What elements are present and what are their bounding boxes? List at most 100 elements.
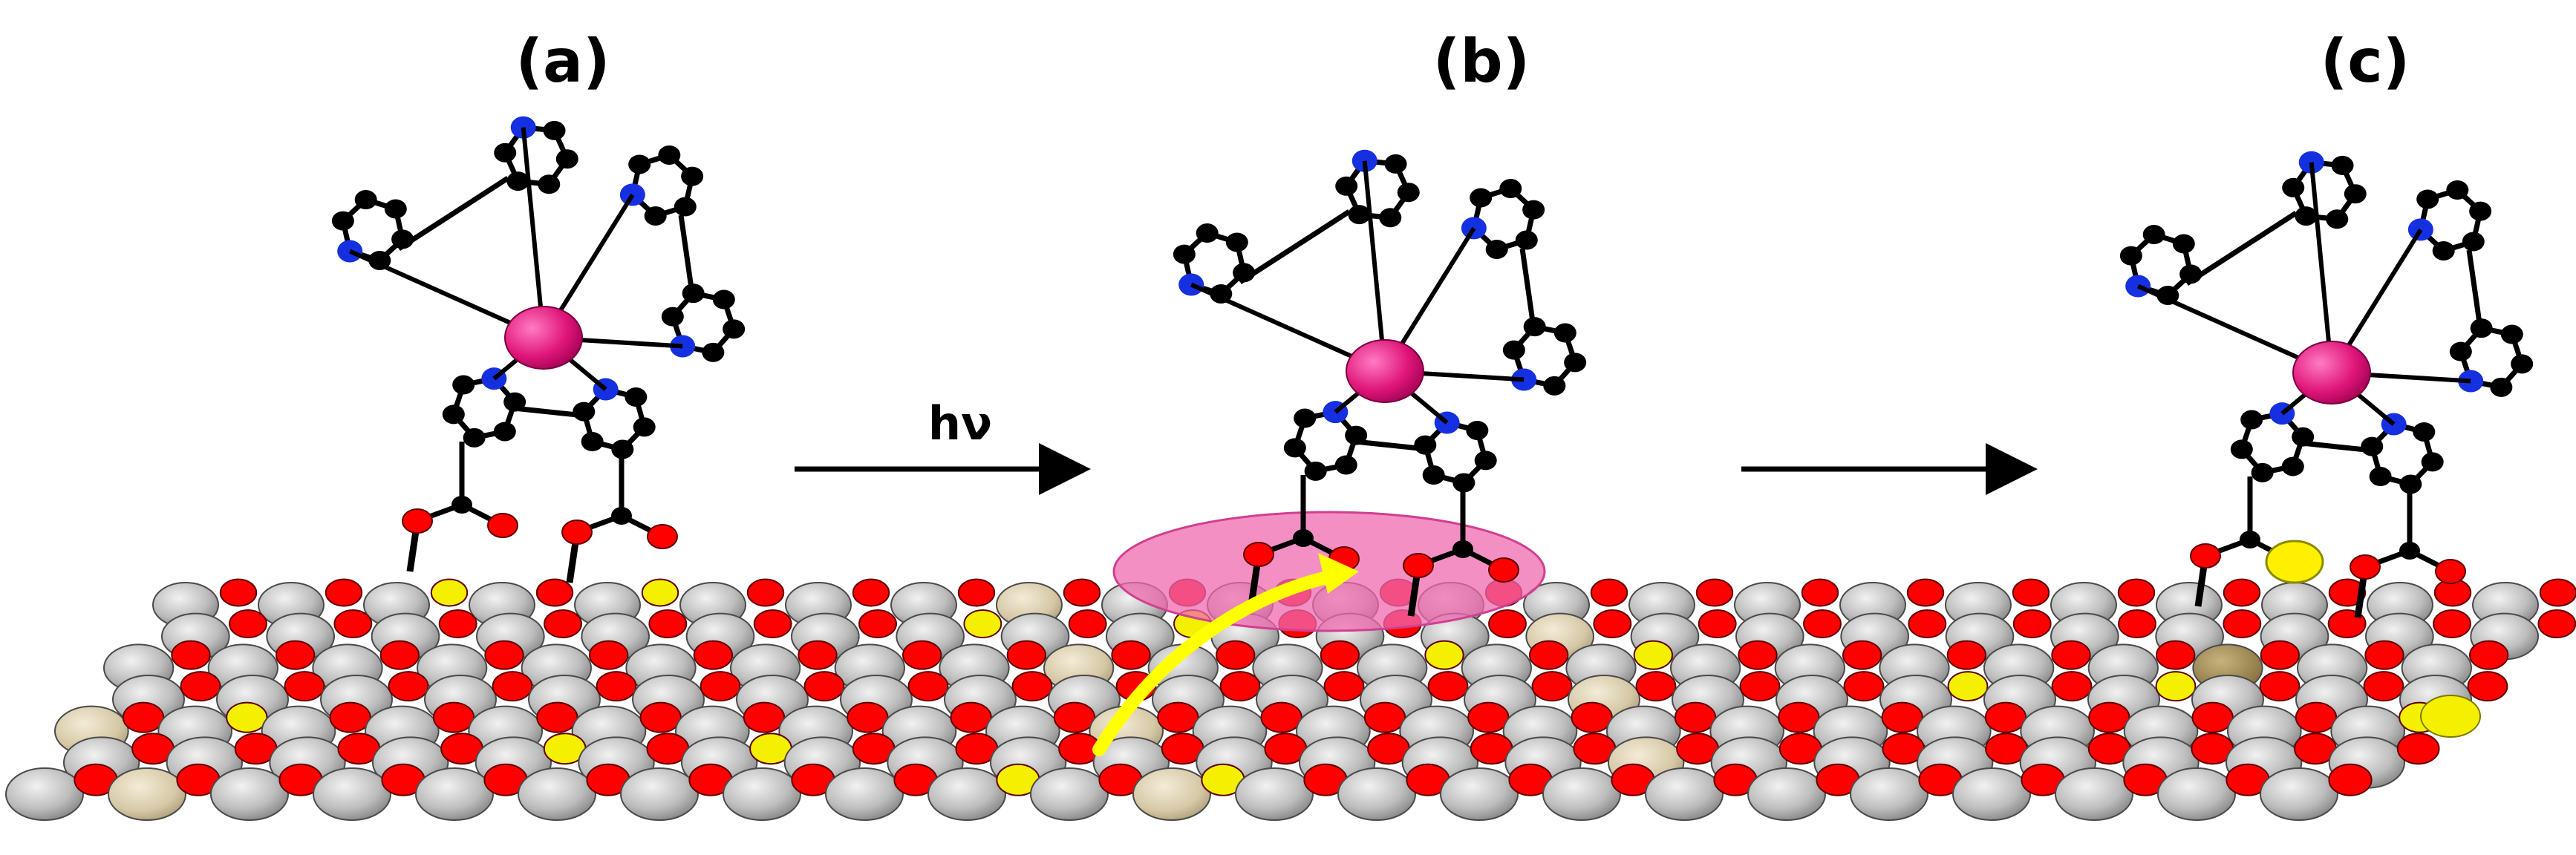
carbon-atom [451,496,472,514]
carbon-atom [538,174,561,194]
metal-nitrogen-bond [1362,160,1387,372]
surface-oxygen [1320,640,1360,670]
carbon-atom [463,428,486,448]
metal-center [1346,339,1424,403]
surface-oxygen [2539,578,2576,607]
ring-link-bond [1519,248,1536,327]
surface-oxygen [1881,701,1923,733]
surface-oxygen [1323,671,1365,702]
carbon-atom [2331,155,2354,175]
surface-dopant-yellow [1947,671,1989,702]
carbon-atom [2142,225,2165,245]
surface-oxygen [2537,609,2576,639]
carbon-atom [2281,456,2304,476]
carbon-atom [2446,180,2469,200]
surface-oxygen [950,701,992,733]
oxide-surface [5,578,2576,821]
carbon-atom [1502,340,1525,360]
surface-atom-gray [1440,767,1519,821]
surface-oxygen [122,701,165,733]
surface-oxygen [907,671,949,702]
surface-oxygen [957,578,996,607]
carbon-atom [1523,317,1546,337]
surface-oxygen [2328,578,2367,607]
surface-oxygen [2156,640,2196,670]
carbon-atom [1196,223,1219,243]
surface-oxygen [1011,671,1053,702]
surface-atom-gray [1645,767,1724,821]
surface-dopant-yellow [226,701,268,733]
carbon-atom [494,142,517,163]
carbon-atom [1334,455,1357,475]
surface-atom-gray [1337,767,1416,821]
surface-atom-gray [518,767,596,821]
surface-oxygen [1946,640,1986,670]
carbon-atom [674,197,697,217]
injected-electron [2265,540,2324,584]
carbon-atom [452,375,475,395]
oxygen-atom [647,524,678,549]
surface-oxygen [753,609,792,639]
surface-oxygen [2295,701,2338,733]
carbon-atom [2344,184,2367,204]
carbon-atom [2251,462,2274,482]
surface-oxygen [1674,701,1717,733]
surface-oxygen [596,671,637,702]
carbon-atom [681,166,704,186]
carbon-atom [1543,376,1566,396]
electron-injection-arrow [1092,569,1343,756]
surface-oxygen [325,578,363,607]
carbon-atom [354,190,377,210]
surface-oxygen [852,578,890,607]
surface-atom-gray [1850,767,1928,821]
surface-oxygen [743,701,786,733]
surface-oxygen [379,640,420,670]
surface-oxygen [2051,640,2091,670]
carbon-atom [1335,176,1358,196]
carbon-atom [1515,230,1538,250]
carbon-atom [1304,461,1327,481]
surface-oxygen [1053,701,1096,733]
carbon-atom [573,402,596,422]
surface-dopant-yellow [641,578,679,607]
carbon-atom [442,404,465,425]
surface-oxygen [2259,671,2301,702]
carbon-atom [1452,540,1473,558]
carbon-atom [1522,200,1545,220]
surface-atom-gray [1542,767,1621,821]
carbon-atom [1422,465,1445,485]
surface-atom-gray [620,767,699,821]
carbon-atom [2416,189,2439,209]
surface-atom-gray [927,767,1006,821]
carbon-atom [1499,179,1522,199]
oxygen-atom [1403,553,1434,578]
surface-oxygen [2260,640,2300,670]
carbon-atom [1293,529,1314,547]
surface-oxygen [902,640,942,670]
surface-atom-gray [825,767,904,821]
carbon-atom [2462,232,2485,252]
surface-oxygen [2223,578,2261,607]
carbon-atom [2282,177,2305,197]
surface-oxygen [1908,609,1947,639]
carbon-atom [2240,410,2263,430]
surface-oxygen [438,609,477,639]
carbon-atom [543,120,566,140]
surface-oxygen [1216,640,1256,670]
carbon-atom [331,211,354,231]
photon-label: hν [928,396,992,451]
ring-link-bond [2185,211,2298,286]
carbon-atom [1485,239,1508,259]
surface-oxygen [388,671,429,702]
surface-atom-tan [1132,767,1211,821]
surface-oxygen [1063,578,1101,607]
surface-atom-tan [108,767,186,821]
carbon-atom [2511,354,2534,374]
surface-oxygen [2328,763,2373,796]
surface-oxygen [1006,640,1047,670]
surface-oxygen [803,671,845,702]
surface-oxygen [2396,733,2440,765]
carbon-atom [2469,201,2492,221]
surface-oxygen [1803,609,1842,639]
